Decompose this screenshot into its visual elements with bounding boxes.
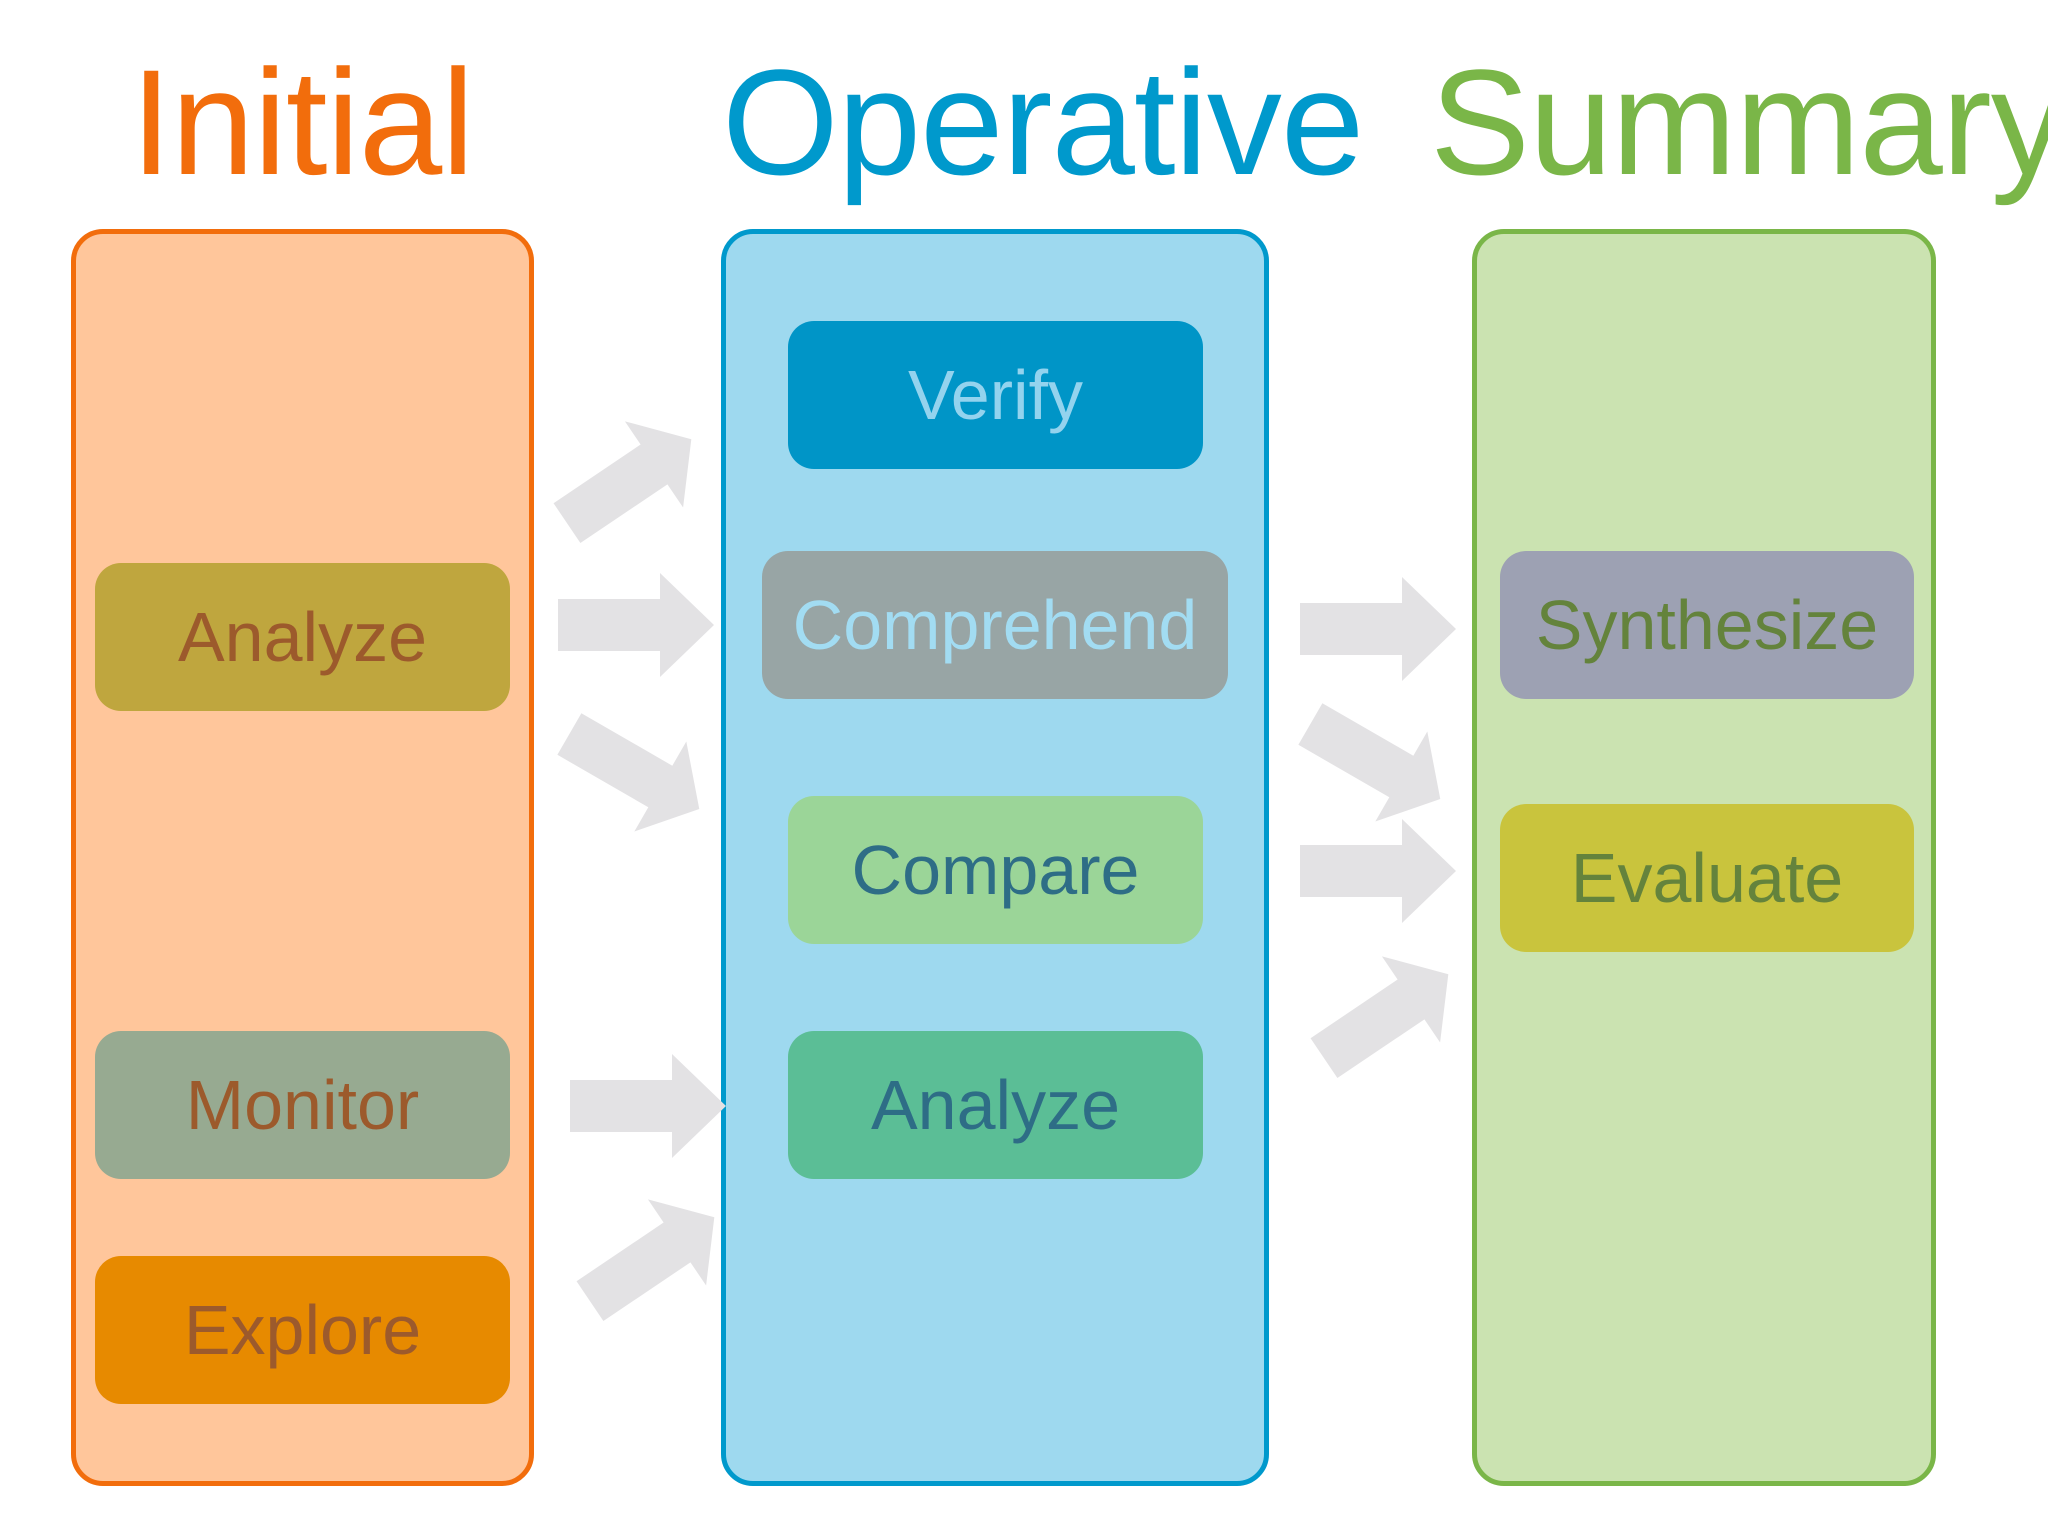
box-label: Monitor xyxy=(185,1066,420,1144)
box-initial-explore: Explore xyxy=(95,1256,510,1404)
box-initial-analyze: Analyze xyxy=(95,563,510,711)
arrow-right-icon xyxy=(558,573,714,677)
box-operative-comprehend: Comprehend xyxy=(762,551,1228,699)
arrow-down-right-icon xyxy=(1298,703,1441,822)
arrow-up-right-icon xyxy=(1310,956,1449,1079)
box-label: Comprehend xyxy=(792,586,1198,664)
title-summary: Summary xyxy=(1430,38,2048,206)
box-operative-verify: Verify xyxy=(788,321,1203,469)
box-label: Synthesize xyxy=(1535,586,1879,664)
box-operative-compare: Compare xyxy=(788,796,1203,944)
box-summary-synthesize: Synthesize xyxy=(1500,551,1914,699)
box-summary-evaluate: Evaluate xyxy=(1500,804,1914,952)
box-operative-analyze: Analyze xyxy=(788,1031,1203,1179)
arrow-down-right-icon xyxy=(557,713,700,832)
box-label: Verify xyxy=(907,356,1084,434)
arrow-up-right-icon xyxy=(576,1199,715,1322)
arrow-up-right-icon xyxy=(553,421,692,544)
box-label: Analyze xyxy=(870,1066,1121,1144)
box-initial-monitor: Monitor xyxy=(95,1031,510,1179)
arrow-right-icon xyxy=(570,1054,726,1158)
box-label: Compare xyxy=(851,831,1140,909)
title-initial: Initial xyxy=(130,38,474,206)
arrow-right-icon xyxy=(1300,819,1456,923)
box-label: Explore xyxy=(183,1291,422,1369)
box-label: Evaluate xyxy=(1570,839,1844,917)
box-label: Analyze xyxy=(177,598,428,676)
title-operative: Operative xyxy=(722,38,1364,206)
arrow-right-icon xyxy=(1300,577,1456,681)
